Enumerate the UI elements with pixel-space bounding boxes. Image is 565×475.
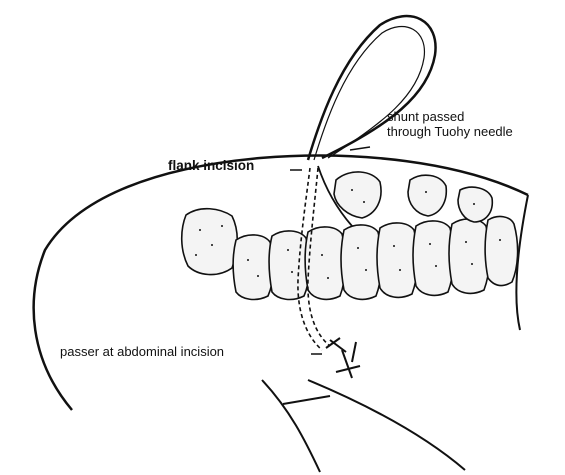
shunt-loop-inner <box>314 26 424 160</box>
label-shunt-line1: shunt passed <box>387 110 513 125</box>
vertebral-processes <box>334 172 492 222</box>
label-flank-incision: flank incision <box>168 158 254 174</box>
skin-crease <box>283 396 330 404</box>
label-shunt-line2: through Tuohy needle <box>387 125 513 140</box>
pointer-shunt <box>350 147 370 150</box>
label-passer: passer at abdominal incision <box>60 345 224 360</box>
back-outline <box>516 195 528 330</box>
label-shunt-passed: shunt passed through Tuohy needle <box>387 110 513 140</box>
passer-handle <box>326 338 360 378</box>
thigh-line <box>308 380 465 470</box>
hip-line <box>262 380 320 472</box>
